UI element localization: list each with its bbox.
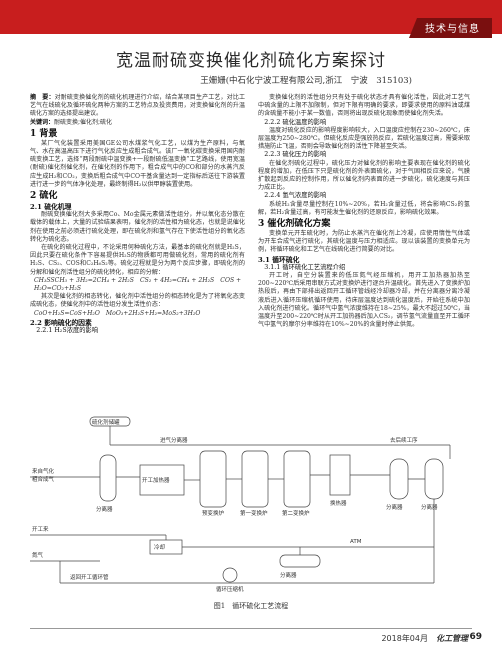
label-shift-2: 第一变换炉 [240,509,268,517]
process-flow-diagram: 硫化剂储罐 来自气化 粗合成气 开工来 氮气 开工加热器 分离器 预变换炉 第一… [30,416,451,593]
left-column: 摘 要：对耐硫变换催化剂的硫化机理进行介绍，结合某项目生产工艺，对比工艺气在线硫… [30,94,245,335]
label-cooler: 冷却 [154,543,166,551]
heading-pressure: 2.2.3 硫化压力的影响 [264,151,327,159]
para-hydrogen: 系统H₂含量尽量控制在10%~20%，若H₂含量过低，将会影响CS₂的氢解，若H… [258,200,470,216]
label-feed-4: 氮气 [32,551,44,559]
para-pressure: 在催化剂硫化过程中，硫化压力对催化剂的影响主要表现在催化剂的硫化程度的增加，在低… [258,159,470,192]
heading-h2s: 2.2.1 H₂S浓度的影响 [36,327,99,335]
label-sep-1: 分离器 [96,505,113,513]
heading-background: 1 背景 [30,128,58,139]
label-feed-1: 来自气化 [32,467,55,475]
equation-conversion: CoO+H₂S=CoS+H₂O MoO₃+2H₂S+H₂=MoS₂+3H₂O [34,309,201,317]
label-sep-3: 分离器 [421,503,438,511]
para-h2s: 变换催化剂的活性组分只有处于硫化状态才具有催化活性，因此对工艺气中硫含量的上限不… [258,94,470,118]
heading-mechanism: 2.1 硫化机理 [30,203,72,212]
label-sep-2: 分离器 [386,503,403,511]
label-feed-3: 开工来 [32,525,49,533]
article-title: 宽温耐硫变换催化剂硫化方案探讨 [116,51,386,71]
separator-3 [424,458,444,500]
label-heater: 开工加热器 [142,476,170,484]
para-mechanism-1: 耐硫变换催化剂大多采用Co、Mo金属元素做活性组分，并以氧化态分散在载体的载体上… [30,211,245,243]
label-out: 去后续工序 [390,436,418,444]
shift-reactor-1 [199,450,227,508]
heading-cycle-flow: 3.1.1 循环硫化工艺流程介绍 [264,263,346,271]
heading-factors: 2.2 影响硫化的因素 [30,318,92,327]
keywords-text: 耐硫变换;催化剂;硫化 [54,118,113,126]
abstract-block: 摘 要：对耐硫变换催化剂的硫化机理进行介绍，结合某项目生产工艺，对比工艺气在线硫… [30,94,245,127]
para-scheme: 变换单元开车硫化时，为防止水蒸汽在催化剂上冷凝，应使用惰性气体或为开车合成气进行… [258,230,470,254]
separator-2 [389,458,409,500]
heading-sulfidation: 2 硫化 [30,191,58,202]
label-compressor: 循环压缩机 [216,585,244,593]
para-mechanism-3: 其次是催化剂的相态转化，催化剂中活性组分的相态转化是为了将氧化态变成硫化态，使催… [30,293,245,309]
para-cycle-flow: 开工时，自空分装置来的低压氮气经压缩机，用开工加热器加热至200~220℃后采用… [258,272,470,329]
label-exchanger: 换热器 [330,499,347,507]
shift-reactor-2 [241,450,269,508]
heading-scheme: 3 催化剂硫化方案 [258,219,331,230]
shift-reactor-3 [283,450,311,508]
footer-issue: 2018年04月 化工管理 [381,633,468,643]
heat-exchanger [329,454,351,496]
abstract-text: 对耐硫变换催化剂的硫化机理进行介绍，结合某项目生产工艺，对比工艺气在线硫化及循环… [30,94,245,118]
section-tab: 技术与信息 [409,18,492,38]
equation-decomposition: CH₃SSCH₃ + 3H₂=2CH₄ + 2H₂S CS₂ + 4H₂=CH₄… [34,276,242,293]
right-column: 变换催化剂的活性组分只有处于硫化状态才具有催化活性，因此对工艺气中硫含量的上限不… [258,94,470,329]
label-return: 返回开工循环管 [70,573,109,581]
bottom-separator [279,554,321,568]
author-line: 王姗姗(中石化宁波工程有限公司,浙江 宁波 315103) [200,76,412,86]
label-feed-2: 粗合成气 [32,475,55,483]
para-background: 某厂气化装置采用美国GE公司水煤浆气化工艺，以煤为生产原料，与氧气、水在高温高压… [30,139,245,188]
para-mechanism-2: 在硫化的硫化过程中，不论采用何种硫化方法，最基本的硫化剂就是H₂S，因此只要在硫… [30,244,245,276]
heading-hydrogen: 2.2.4 氢气浓度的影响 [264,192,327,200]
footer-rule [30,628,472,629]
abstract-label: 摘 要： [30,94,55,101]
label-shift-1: 预变换炉 [202,509,225,517]
heading-cycle: 3.1 循环硫化 [258,255,300,264]
label-bottom-sep: 分离器 [280,571,297,579]
keywords-label: 关键词： [30,118,55,126]
recycle-compressor [222,567,238,583]
label-shift-3: 第二变换炉 [282,509,310,517]
label-tank: 硫化剂储罐 [92,418,120,426]
figure-caption: 图1 循环硫化工艺流程 [213,602,289,610]
label-inlet: 进气分离器 [160,436,188,444]
label-atm: ATM [350,539,362,545]
para-temperature: 温度对硫化反应的影响程度影响较大，入口温度应控制在230~260℃，床层温度为2… [258,126,470,151]
heading-temperature: 2.2.2 硫化温度的影响 [264,118,327,126]
page-number: 69 [469,632,482,642]
separator-1 [99,454,117,502]
